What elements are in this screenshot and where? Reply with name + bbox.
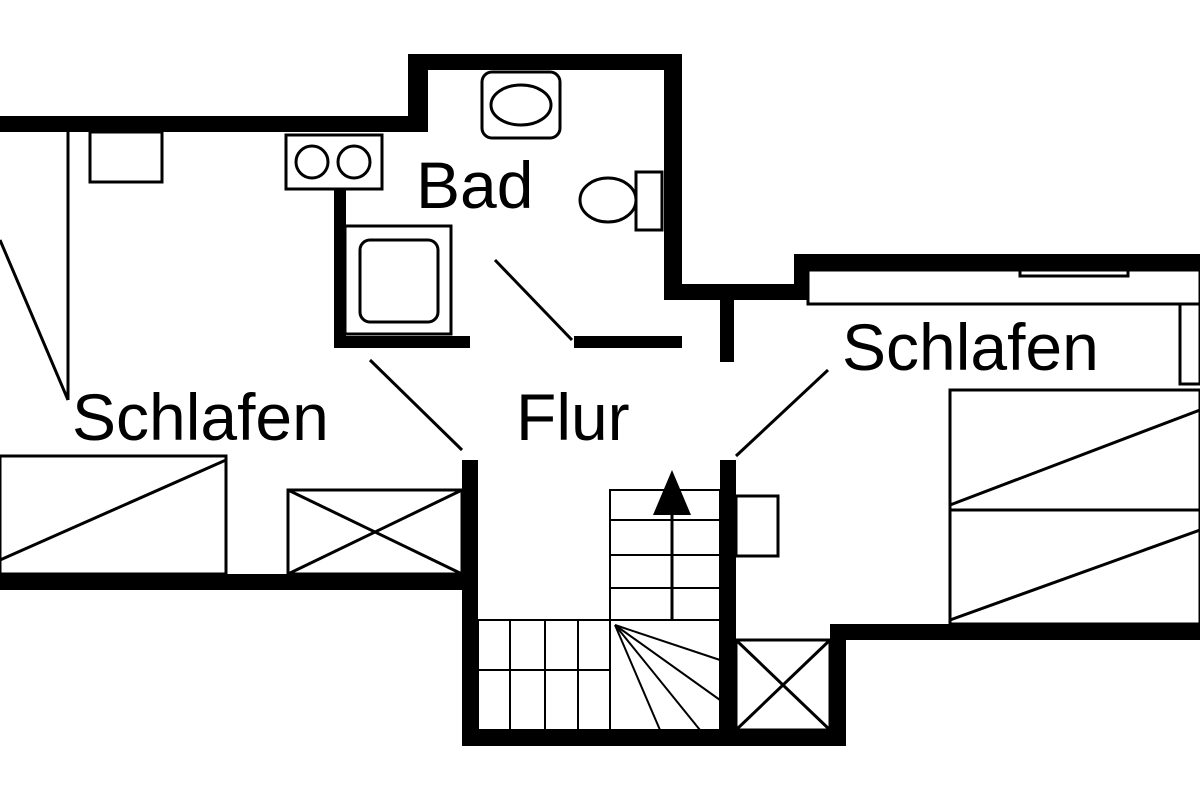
fixtures (0, 70, 1200, 732)
room-label-hallway: Flur (516, 380, 630, 454)
room-label-bath: Bad (416, 148, 534, 222)
staircase (477, 489, 721, 731)
stair-direction-arrow-icon (653, 470, 691, 515)
room-label-bedroom-left: Schlafen (72, 380, 329, 454)
walls (0, 54, 1200, 746)
room-label-bedroom-right: Schlafen (842, 310, 1099, 384)
